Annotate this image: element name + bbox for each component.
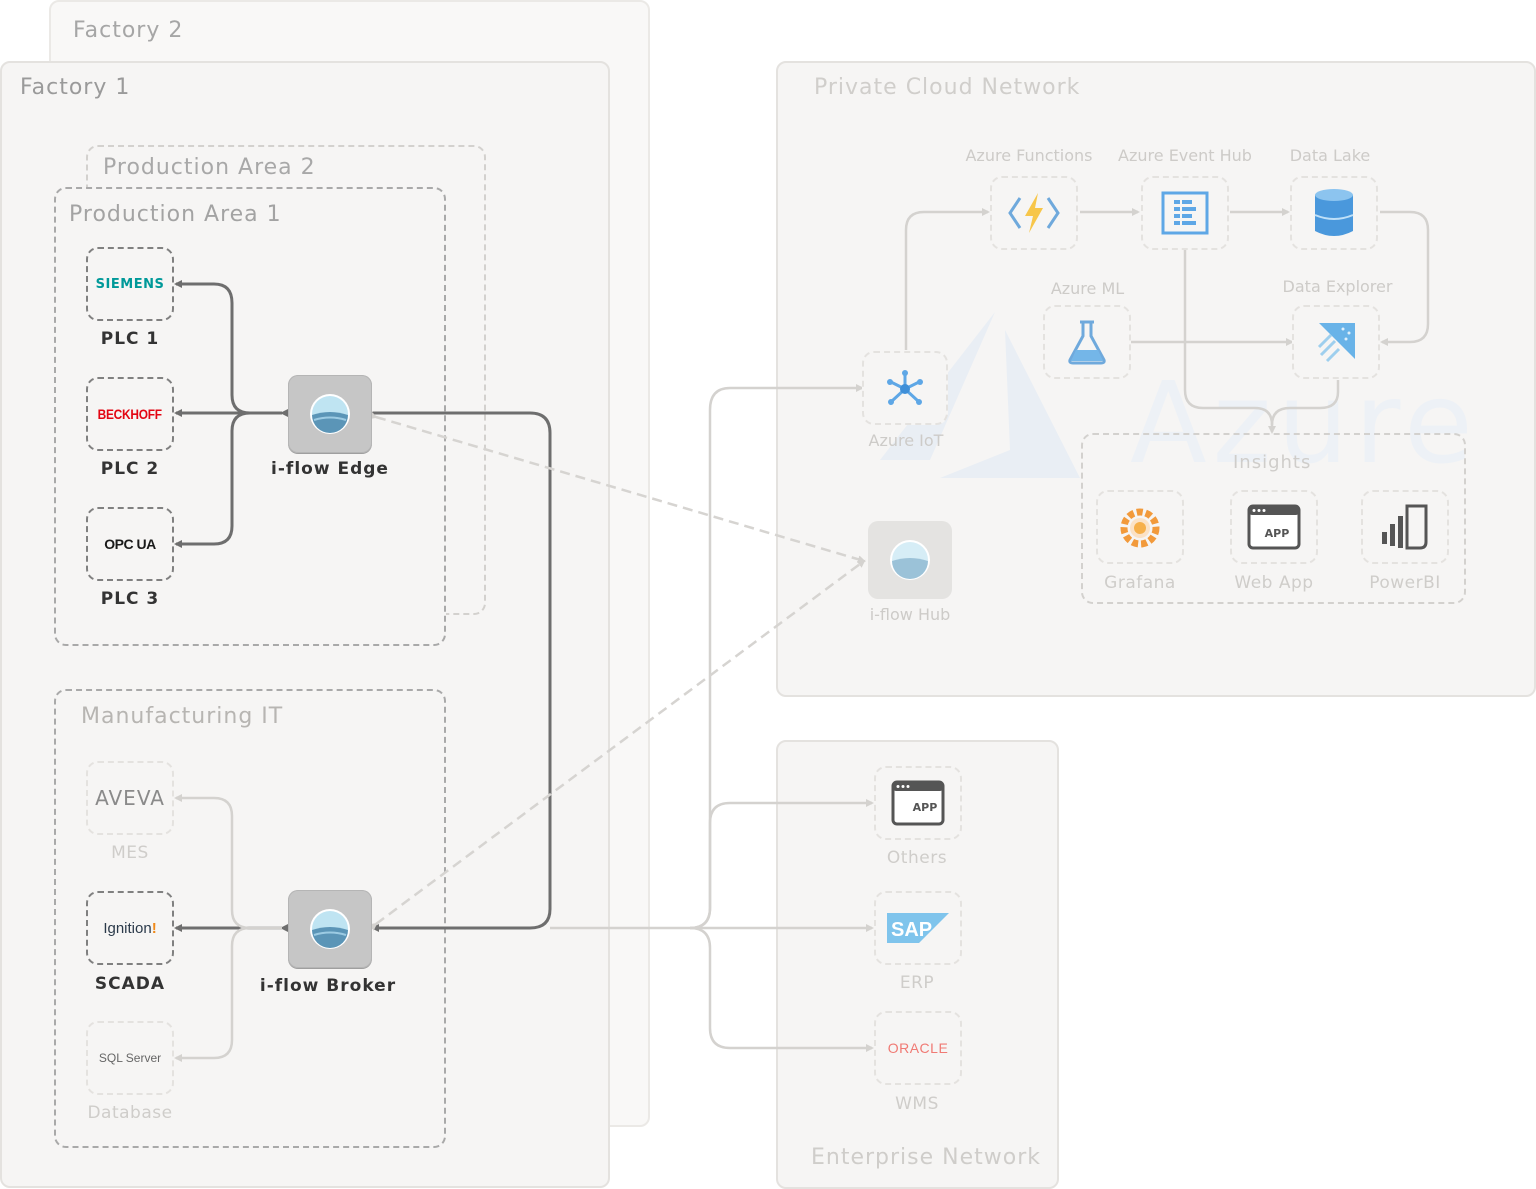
factory-1-title: Factory 1	[20, 75, 131, 100]
iflow-broker-label: i-flow Broker	[259, 976, 397, 996]
iflow-broker-node[interactable]	[288, 890, 372, 968]
app-window-icon: APP	[891, 780, 945, 826]
beckhoff-logo: BECKHOFF	[97, 406, 163, 422]
plc1-box[interactable]: SIEMENS	[86, 247, 174, 321]
private-cloud-title: Private Cloud Network	[814, 75, 1081, 100]
event-hub-box[interactable]	[1141, 176, 1229, 250]
scada-label: SCADA	[94, 974, 166, 994]
event-hub-label: Azure Event Hub	[1118, 146, 1252, 165]
plc3-box[interactable]: OPC UA	[86, 507, 174, 581]
erp-label: ERP	[899, 973, 935, 993]
broker-mes-link	[174, 794, 282, 930]
enterprise-title: Enterprise Network	[811, 1145, 1042, 1170]
app-text: APP	[913, 801, 938, 814]
opcua-logo: OPC UA	[104, 536, 156, 552]
lightning-icon	[1008, 193, 1060, 233]
azure-ml-label: Azure ML	[1050, 279, 1125, 298]
web-app-box[interactable]: APP	[1230, 490, 1318, 564]
azure-functions-box[interactable]	[990, 176, 1078, 250]
mes-box[interactable]: AVEVA	[86, 761, 174, 835]
sap-logo-icon: SAP	[887, 913, 949, 943]
event-hub-icon	[1161, 191, 1209, 235]
plc3-label: PLC 3	[100, 589, 160, 609]
flask-icon	[1068, 320, 1106, 365]
ignition-text: Ignition	[103, 919, 152, 937]
web-app-label: Web App	[1234, 573, 1314, 593]
mes-label: MES	[111, 843, 149, 863]
iflow-icon	[310, 394, 350, 434]
grafana-box[interactable]	[1096, 490, 1184, 564]
azure-ml-box[interactable]	[1043, 305, 1131, 379]
scada-box[interactable]: Ignition!	[86, 891, 174, 965]
data-explorer-box[interactable]	[1292, 305, 1380, 379]
powerbi-label: PowerBI	[1369, 573, 1441, 593]
plc1-label: PLC 1	[100, 329, 160, 349]
data-lake-box[interactable]	[1290, 176, 1378, 250]
data-explorer-label: Data Explorer	[1282, 277, 1393, 296]
insights-zone: Insights	[1081, 433, 1466, 604]
iflow-edge-label: i-flow Edge	[271, 459, 389, 479]
others-box[interactable]: APP	[874, 766, 962, 840]
iflow-icon	[890, 540, 930, 580]
sqlserver-logo: SQL Server	[98, 1051, 162, 1065]
others-label: Others	[886, 848, 948, 868]
azure-iot-label: Azure IoT	[868, 431, 944, 450]
azure-functions-label: Azure Functions	[965, 146, 1093, 165]
iflow-icon	[310, 909, 350, 949]
manufacturing-it-title: Manufacturing IT	[81, 704, 284, 729]
wms-box[interactable]: ORACLE	[874, 1011, 962, 1085]
iflow-edge-node[interactable]	[288, 375, 372, 453]
azure-iot-box[interactable]	[862, 351, 948, 425]
oracle-logo: ORACLE	[887, 1040, 949, 1056]
plc2-label: PLC 2	[100, 459, 160, 479]
iflow-hub-label: i-flow Hub	[869, 605, 951, 624]
siemens-logo: SIEMENS	[95, 276, 165, 292]
broker-hub-link	[368, 559, 866, 931]
powerbi-box[interactable]	[1361, 490, 1449, 564]
wms-label: WMS	[895, 1094, 939, 1114]
broker-enterprise-link	[550, 384, 864, 930]
database-box[interactable]: SQL Server	[86, 1021, 174, 1095]
edge-hub-link	[369, 411, 866, 564]
powerbi-icon	[1382, 504, 1428, 550]
insights-title: Insights	[1233, 452, 1312, 473]
app-window-icon: APP	[1247, 504, 1301, 550]
erp-box[interactable]: SAP	[874, 891, 962, 965]
sap-text: SAP	[891, 919, 932, 941]
grafana-icon	[1120, 508, 1160, 548]
edge-plc3-link	[174, 411, 282, 548]
factory-2-title: Factory 2	[73, 18, 184, 43]
data-lake-label: Data Lake	[1289, 146, 1371, 165]
edge-broker-link	[367, 409, 552, 932]
grafana-label: Grafana	[1104, 573, 1176, 593]
iflow-hub-node[interactable]	[868, 521, 952, 599]
production-area-1-title: Production Area 1	[69, 202, 282, 227]
database-icon	[1314, 189, 1354, 236]
database-label: Database	[87, 1103, 173, 1123]
production-area-2-title: Production Area 2	[103, 155, 316, 180]
broker-db-link	[174, 926, 282, 1062]
data-explorer-icon	[1317, 323, 1355, 363]
edge-plc1-link	[174, 280, 288, 417]
app-text: APP	[1265, 527, 1290, 540]
ignition-logo: Ignition!	[103, 919, 157, 937]
plc2-box[interactable]: BECKHOFF	[86, 377, 174, 451]
aveva-logo: AVEVA	[95, 786, 165, 810]
azure-iot-icon	[887, 370, 923, 405]
iot-functions-link	[904, 208, 990, 350]
azure-watermark-text: Azure	[1130, 359, 1479, 489]
